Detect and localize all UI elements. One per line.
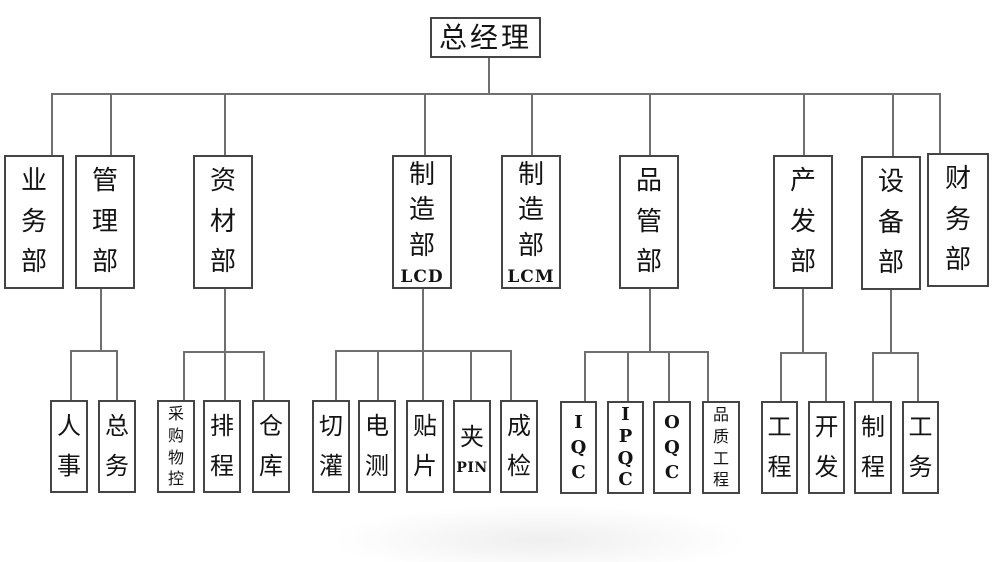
connector-drop-process xyxy=(872,352,874,401)
node-final-inspection: 成检 xyxy=(500,400,538,493)
connector-drop-engineering xyxy=(780,352,782,401)
node-sublabel: LCM xyxy=(507,267,555,288)
node-pin-clamping: 夹 PIN xyxy=(453,400,491,493)
node-label: 品质工程 xyxy=(712,405,729,490)
node-process: 制程 xyxy=(854,401,892,494)
node-manufacturing-lcd-dept: 制造部 LCD xyxy=(392,155,452,289)
node-oqc: OQC xyxy=(653,401,691,494)
connector-drop-finance xyxy=(939,93,941,153)
node-purchasing-material-control: 采购物控 xyxy=(157,400,195,493)
connector-materials-stem xyxy=(224,288,226,351)
connector-drop-development xyxy=(825,352,827,401)
node-label: 工程 xyxy=(767,413,792,481)
connector-drop-electrical-test xyxy=(377,350,379,400)
connector-drop-ipqc xyxy=(627,351,629,401)
connector-equipment-spine xyxy=(872,352,919,354)
connector-quality-stem xyxy=(649,288,651,351)
connector-product-dev-stem xyxy=(802,288,804,352)
connector-drop-business xyxy=(51,93,53,155)
connector-product-dev-spine xyxy=(780,352,827,354)
connector-drop-materials xyxy=(224,93,226,155)
node-label: 人事 xyxy=(57,412,81,480)
connector-drop-product-dev xyxy=(803,93,805,155)
node-finance-dept: 财务部 xyxy=(927,153,989,287)
node-business-dept: 业务部 xyxy=(4,155,64,289)
connector-drop-mfg-lcd xyxy=(424,93,426,155)
connector-management-spine xyxy=(70,350,118,352)
connector-root-drop xyxy=(488,58,490,93)
connector-drop-purchasing xyxy=(183,351,185,400)
node-label: 产发部 xyxy=(789,166,816,278)
node-quality-dept: 品管部 xyxy=(619,155,679,289)
node-label: 品管部 xyxy=(635,166,662,278)
connector-drop-equipment xyxy=(892,93,894,156)
node-development: 开发 xyxy=(808,401,845,494)
node-label: 电测 xyxy=(365,412,389,480)
node-label: 工务 xyxy=(908,413,933,481)
connector-drop-iqc xyxy=(584,351,586,401)
node-label: 制造部 xyxy=(517,159,544,261)
node-general-manager: 总经理 xyxy=(430,17,541,58)
node-manufacturing-lcm-dept: 制造部 LCM xyxy=(501,155,561,289)
connector-top-spine xyxy=(51,93,941,95)
node-label: 总经理 xyxy=(438,20,532,54)
node-label: 切灌 xyxy=(319,412,343,480)
node-sublabel: PIN xyxy=(456,459,488,476)
node-label: 采购物控 xyxy=(167,404,184,489)
node-label: 设备部 xyxy=(877,167,904,279)
node-label: 贴片 xyxy=(413,412,437,480)
connector-mfg-lcd-spine xyxy=(335,350,512,352)
node-label: 财务部 xyxy=(944,164,971,276)
node-smt-mounting: 贴片 xyxy=(406,400,444,493)
connector-drop-pin-clamping xyxy=(470,350,472,400)
node-hr: 人事 xyxy=(50,400,88,493)
connector-drop-warehouse xyxy=(263,351,265,400)
node-general-affairs: 总务 xyxy=(98,400,136,493)
connector-drop-hr xyxy=(70,350,72,400)
node-engineering: 工程 xyxy=(761,401,798,494)
node-management-dept: 管理部 xyxy=(75,155,135,289)
node-facilities: 工务 xyxy=(902,401,939,494)
node-product-dev-dept: 产发部 xyxy=(773,155,833,289)
node-label: 开发 xyxy=(814,413,839,481)
connector-drop-final-inspection xyxy=(510,350,512,400)
connector-management-stem xyxy=(100,288,102,350)
connector-drop-facilities xyxy=(917,352,919,401)
node-label: 管理部 xyxy=(91,166,118,278)
connector-drop-quality xyxy=(649,93,651,155)
connector-drop-cutting-filling xyxy=(335,350,337,400)
node-label: 成检 xyxy=(507,412,531,480)
connector-drop-general-affairs xyxy=(116,350,118,400)
node-sublabel: LCD xyxy=(400,267,444,288)
node-label: 夹 xyxy=(460,423,484,452)
node-ipqc: IPQC xyxy=(607,401,644,494)
node-cutting-filling: 切灌 xyxy=(312,400,350,493)
node-label: 仓库 xyxy=(259,412,283,480)
connector-drop-oqc xyxy=(668,351,670,401)
node-label: IPQC xyxy=(617,404,634,491)
node-electrical-test: 电测 xyxy=(358,400,396,493)
connector-mfg-lcd-stem xyxy=(422,288,424,400)
node-materials-dept: 资材部 xyxy=(193,155,253,289)
scan-shadow xyxy=(330,505,750,562)
connector-drop-scheduling xyxy=(224,351,226,400)
node-label: OQC xyxy=(664,411,680,484)
connector-drop-mfg-lcm xyxy=(531,93,533,155)
node-iqc: IQC xyxy=(560,401,597,494)
node-equipment-dept: 设备部 xyxy=(861,156,921,290)
node-label: 制程 xyxy=(861,413,885,481)
node-label: IQC xyxy=(570,411,587,484)
connector-quality-spine xyxy=(584,351,709,353)
node-scheduling: 排程 xyxy=(203,400,241,493)
connector-equipment-stem xyxy=(890,290,892,352)
connector-drop-quality-engineering xyxy=(707,351,709,401)
node-label: 业务部 xyxy=(20,166,47,278)
node-label: 制造部 xyxy=(408,159,435,261)
node-quality-engineering: 品质工程 xyxy=(702,401,740,494)
node-label: 总务 xyxy=(105,412,129,480)
node-warehouse: 仓库 xyxy=(252,400,290,493)
node-label: 排程 xyxy=(210,412,234,480)
node-label: 资材部 xyxy=(209,166,236,278)
connector-drop-management xyxy=(110,93,112,155)
